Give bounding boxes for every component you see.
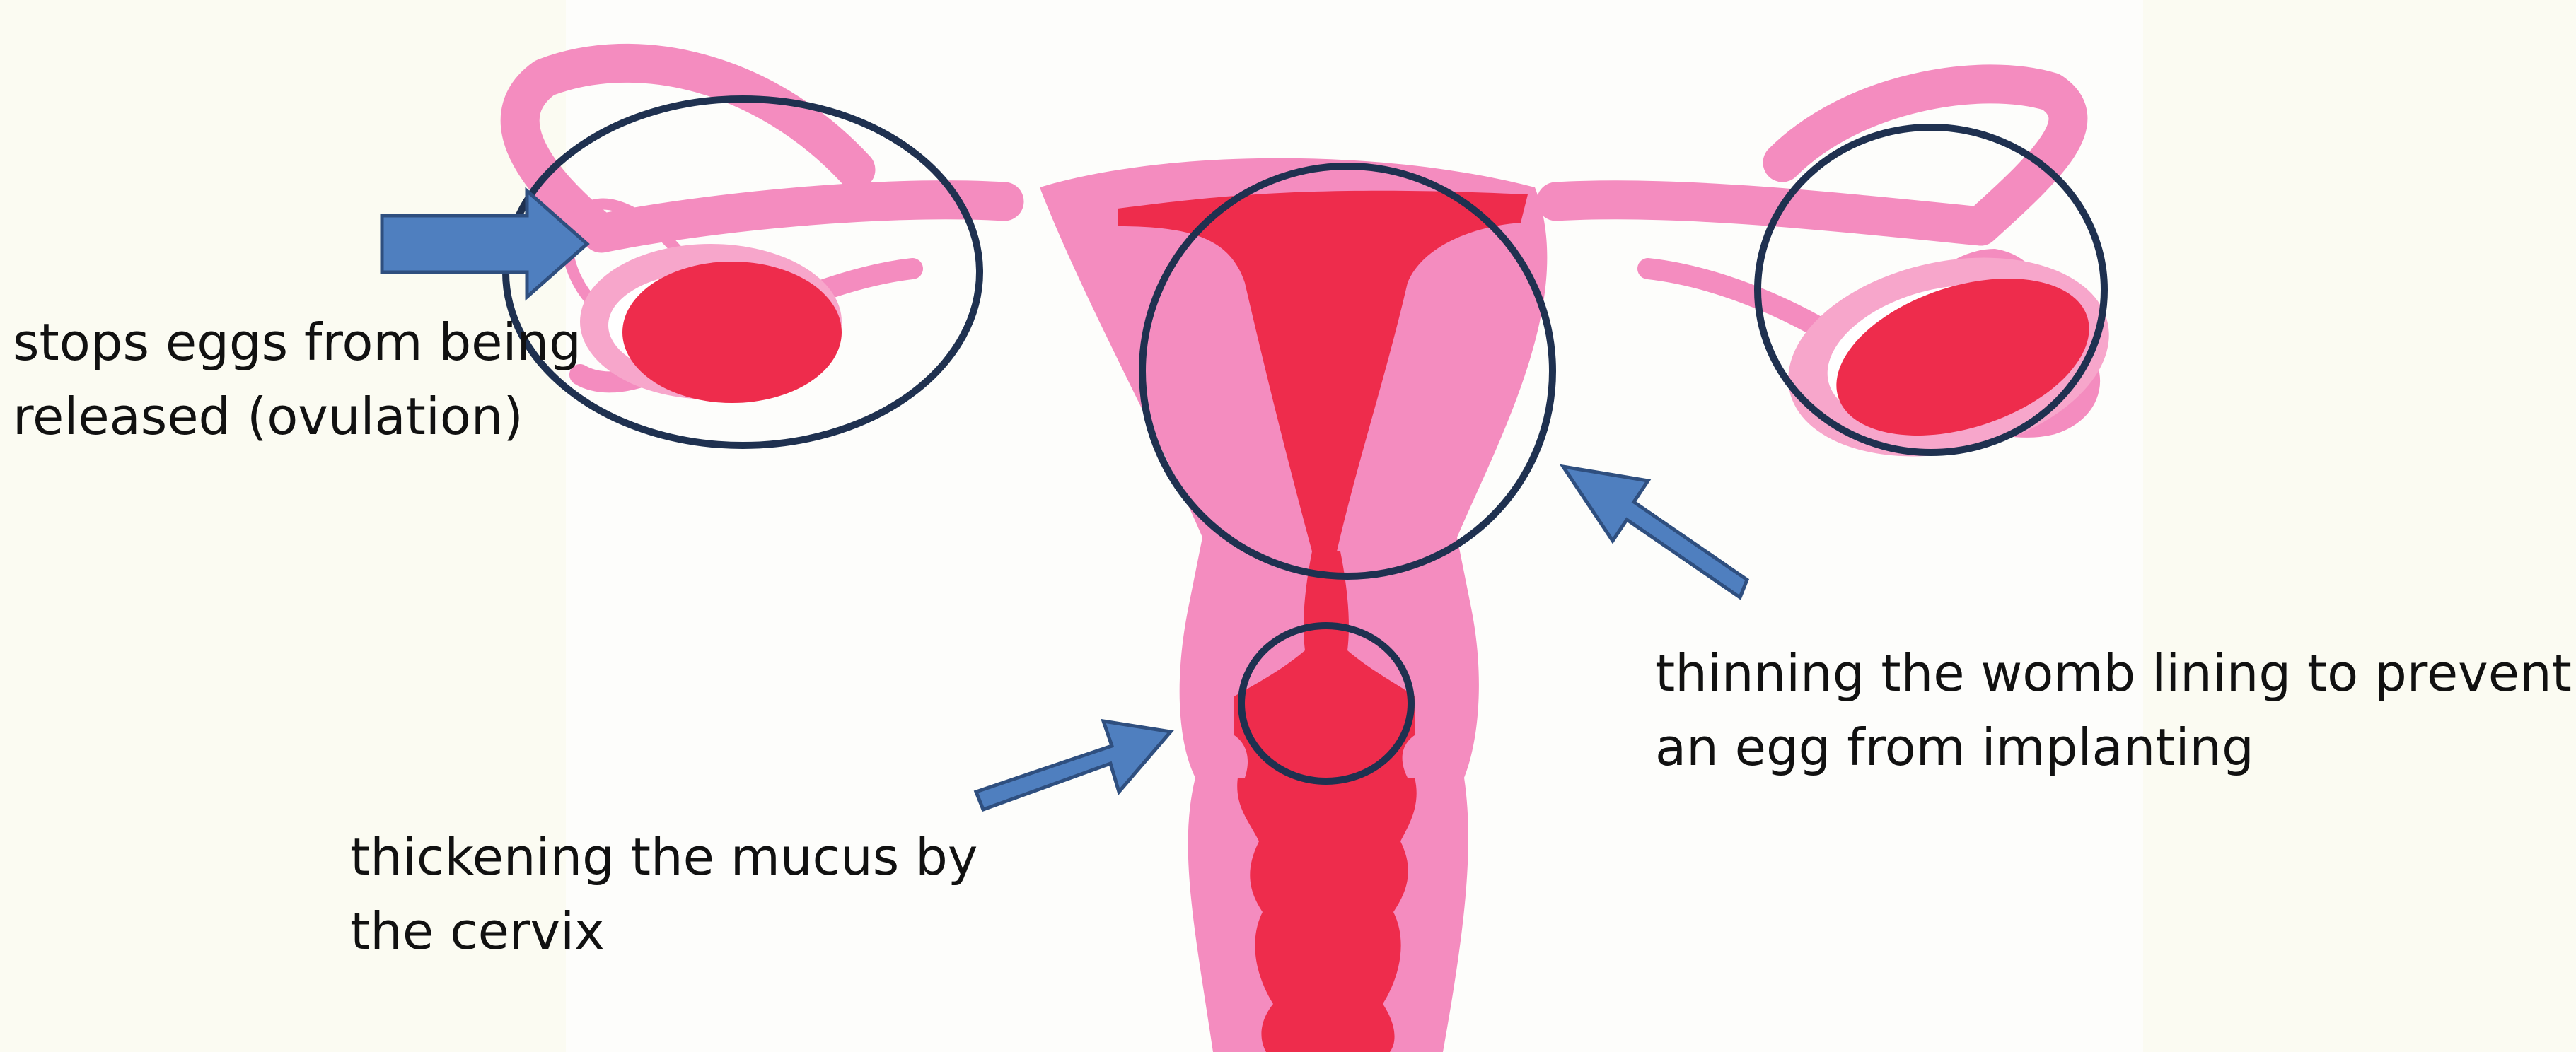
arrow-to-womb (1563, 467, 1747, 597)
cervix-annotation-line-2: the cervix (350, 894, 977, 969)
right-ovary (1770, 230, 2128, 484)
cervix-annotation-line-1: thickening the mucus by (350, 820, 977, 894)
ovaries-annotation-line-2: released (ovulation) (13, 380, 581, 454)
cervix-annotation: thickening the mucus by the cervix (350, 820, 977, 969)
womb-annotation-line-1: thinning the womb lining to prevent (1655, 636, 2572, 711)
ovaries-annotation: stops eggs from being released (ovulatio… (13, 305, 581, 454)
womb-annotation-line-2: an egg from implanting (1655, 711, 2572, 785)
arrow-to-cervix (976, 721, 1171, 810)
ovaries-annotation-line-1: stops eggs from being (13, 305, 581, 380)
womb-annotation: thinning the womb lining to prevent an e… (1655, 636, 2572, 785)
